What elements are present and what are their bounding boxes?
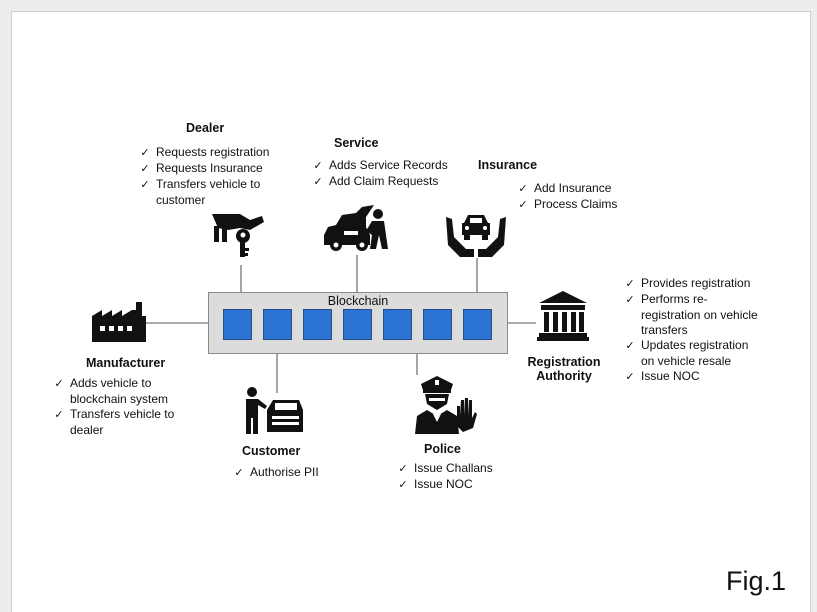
- list-item: blockchain system: [70, 392, 169, 406]
- list-item: dealer: [70, 423, 104, 437]
- service-title: Service: [334, 136, 379, 150]
- list-item: ✓Add Insurance: [516, 181, 617, 197]
- list-item: ✓Issue NOC: [623, 369, 758, 385]
- block: [263, 309, 292, 340]
- block: [223, 309, 252, 340]
- customer-items: ✓Authorise PII: [232, 465, 318, 481]
- blockchain-container: Blockchain: [208, 292, 508, 354]
- person-with-car-icon: [246, 387, 303, 434]
- customer-title: Customer: [242, 444, 301, 458]
- check-icon: ✓: [313, 176, 323, 188]
- list-item: customer: [156, 193, 206, 207]
- key-handover-icon: [212, 214, 264, 257]
- check-icon: ✓: [625, 278, 635, 290]
- list-item: registration on vehicle: [641, 308, 758, 322]
- list-item: ✓Requests registration: [138, 145, 269, 161]
- list-item: on vehicle resale: [641, 354, 732, 368]
- check-icon: ✓: [234, 467, 244, 479]
- service-items: ✓Adds Service Records ✓Add Claim Request…: [311, 158, 448, 190]
- list-item: ✓Issue Challans: [396, 461, 492, 477]
- factory-icon: [92, 302, 146, 342]
- police-title: Police: [424, 442, 461, 456]
- block: [343, 309, 372, 340]
- car-in-hands-icon: [446, 215, 506, 257]
- list-item: ✓Provides registration: [623, 276, 758, 292]
- blockchain-label: Blockchain: [327, 294, 389, 308]
- registration-items: ✓Provides registration ✓Performs re- reg…: [623, 276, 758, 385]
- list-item: ✓Updates registration: [623, 338, 758, 354]
- manufacturer-title: Manufacturer: [86, 356, 166, 370]
- list-item: ✓Transfers vehicle to: [138, 177, 269, 193]
- list-item: ✓Add Claim Requests: [311, 174, 448, 190]
- list-item: ✓Process Claims: [516, 197, 617, 213]
- registration-title: Registration Authority: [518, 355, 610, 383]
- check-icon: ✓: [625, 340, 635, 352]
- list-item: ✓Requests Insurance: [138, 161, 269, 177]
- list-item: ✓Adds vehicle to: [52, 376, 174, 392]
- check-icon: ✓: [140, 163, 150, 175]
- check-icon: ✓: [54, 409, 64, 421]
- dealer-items: ✓Requests registration ✓Requests Insuran…: [138, 145, 269, 208]
- car-mechanic-icon: [324, 205, 388, 251]
- block: [463, 309, 492, 340]
- insurance-items: ✓Add Insurance ✓Process Claims: [516, 181, 617, 213]
- check-icon: ✓: [518, 199, 528, 211]
- check-icon: ✓: [313, 160, 323, 172]
- insurance-title: Insurance: [478, 158, 538, 172]
- registration-title-line1: Registration: [527, 355, 601, 369]
- block: [383, 309, 412, 340]
- list-item: ✓Adds Service Records: [311, 158, 447, 174]
- dealer-title: Dealer: [186, 121, 225, 135]
- check-icon: ✓: [625, 294, 635, 306]
- check-icon: ✓: [398, 479, 408, 491]
- list-item: ✓Authorise PII: [232, 465, 318, 481]
- list-item: ✓Issue NOC: [396, 477, 493, 493]
- list-item: ✓Transfers vehicle to: [52, 407, 174, 423]
- police-officer-icon: [415, 376, 477, 434]
- check-icon: ✓: [625, 371, 635, 383]
- list-item: transfers: [641, 323, 688, 337]
- registration-title-line2: Authority: [536, 369, 592, 383]
- manufacturer-items: ✓Adds vehicle to blockchain system ✓Tran…: [52, 376, 174, 438]
- police-items: ✓Issue Challans ✓Issue NOC: [396, 461, 493, 493]
- list-item: ✓Performs re-: [623, 292, 758, 308]
- block: [303, 309, 332, 340]
- check-icon: ✓: [398, 463, 408, 475]
- check-icon: ✓: [140, 179, 150, 191]
- government-building-icon: [537, 291, 589, 341]
- check-icon: ✓: [54, 378, 64, 390]
- figure-label: Fig.1: [726, 566, 787, 596]
- block: [423, 309, 452, 340]
- check-icon: ✓: [518, 183, 528, 195]
- check-icon: ✓: [140, 147, 150, 159]
